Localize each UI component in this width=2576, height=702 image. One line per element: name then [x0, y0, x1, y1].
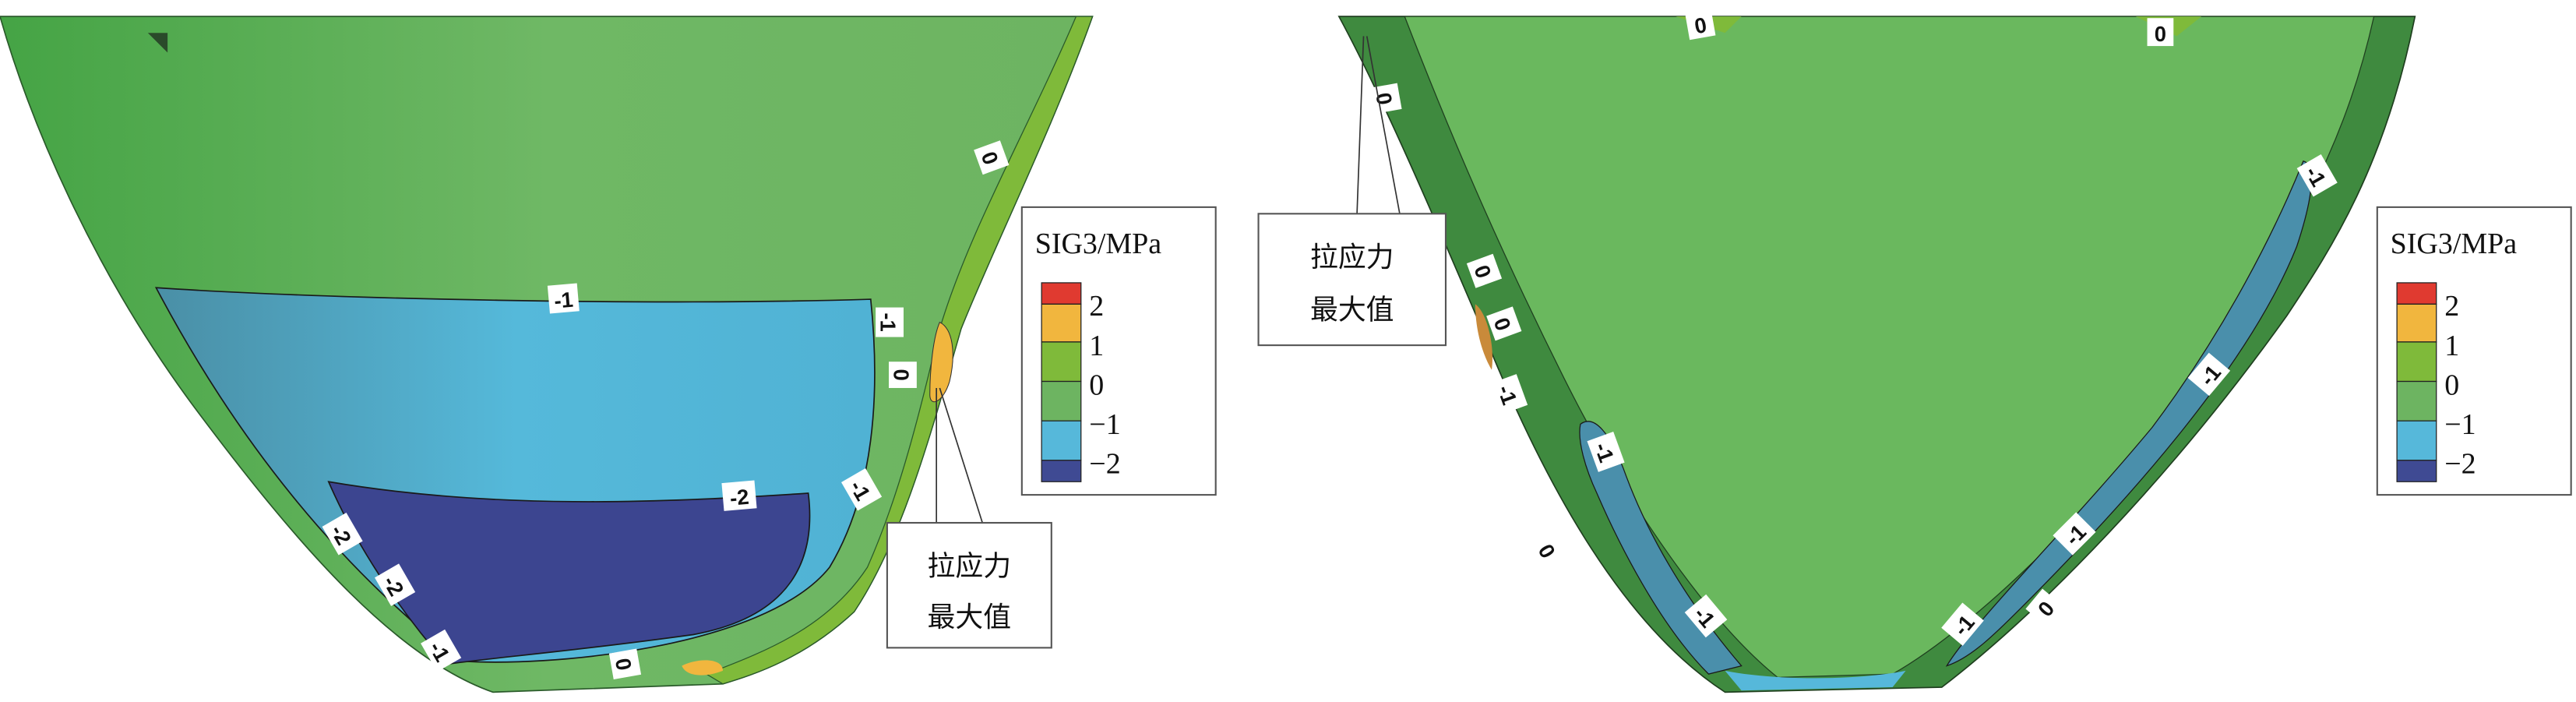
legend-tick: −2: [1089, 448, 1120, 481]
legend-tick: 2: [1089, 290, 1104, 323]
legend-tick: −2: [2444, 448, 2476, 481]
callout-line1: 拉应力: [928, 551, 1012, 583]
contour-label: -1: [876, 312, 900, 331]
right-contour-labels: 0 0 0 -1 0 0 -1 -1 0 -1 -1 -1 -1 0: [1369, 8, 2338, 646]
callout-line2: 最大值: [1310, 294, 1394, 326]
left-tension-max-spot: [929, 321, 953, 403]
legend-tick: 0: [1089, 369, 1104, 401]
right-legend: SIG3/MPa 2 1 0 −1 −2: [2376, 206, 2572, 496]
contour-label: 0: [611, 656, 636, 672]
right-contour-plot: 0 0 0 -1 0 0 -1 -1 0 -1 -1 -1 -1 0 拉应力 最…: [1257, 8, 2572, 693]
legend-tick: 0: [2444, 369, 2459, 401]
left-contour-plot: -1 -1 0 0 -2 -1 -2 -2 -1 0 拉应力 最大值 SIG3/…: [0, 16, 1217, 693]
callout-line1: 拉应力: [1310, 242, 1394, 273]
left-bottom-orange-spot: [682, 660, 723, 676]
right-callout: 拉应力 最大值: [1257, 36, 1447, 347]
contour-label: -2: [729, 485, 750, 510]
contour-label: -1: [553, 288, 574, 313]
right-blue-strip-right: [1945, 161, 2312, 667]
legend-title: SIG3/MPa: [1035, 228, 1162, 260]
contour-label: 0: [889, 369, 913, 380]
contour-label: 0: [1693, 12, 1708, 38]
right-blue-bottom: [1725, 670, 1906, 691]
left-callout: 拉应力 最大值: [886, 387, 1052, 649]
right-tension-max-spot: [1475, 304, 1492, 370]
legend-tick: 2: [2444, 290, 2459, 323]
legend-title: SIG3/MPa: [2391, 228, 2518, 260]
left-legend: SIG3/MPa 2 1 0 −1 −2: [1020, 206, 1217, 496]
left-contour-labels: -1 -1 0 0 -2 -1 -2 -2 -1 0: [322, 140, 1010, 680]
legend-tick: −1: [2444, 408, 2476, 441]
left-zero-band: [705, 16, 1094, 685]
callout-line2: 最大值: [928, 601, 1012, 633]
legend-tick: 1: [2444, 330, 2459, 362]
left-corner-mark: [147, 33, 168, 53]
legend-tick: 1: [1089, 330, 1104, 362]
legend-tick: −1: [1089, 408, 1120, 441]
contour-label: 0: [2155, 22, 2166, 46]
left-darkblue-region: [327, 481, 811, 665]
